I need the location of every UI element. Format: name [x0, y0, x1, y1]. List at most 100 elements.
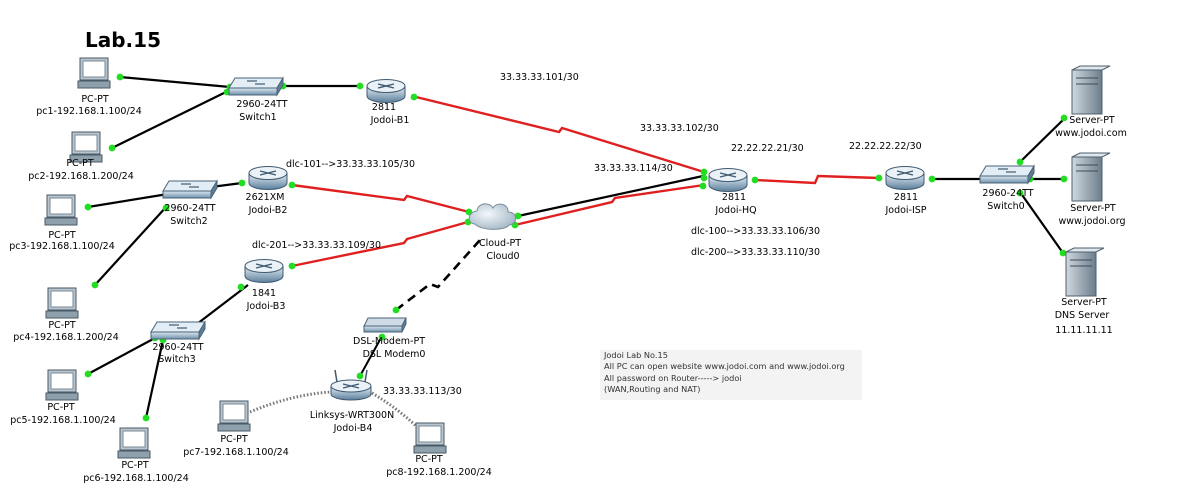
router-isp-name: Jodoi-ISP	[884, 205, 926, 216]
server-jodoi-com[interactable]	[1071, 65, 1111, 115]
label-hq-cloud: 33.33.33.114/30	[594, 163, 673, 174]
pc7[interactable]	[217, 400, 251, 432]
router-b4-type: Linksys-WRT300N	[310, 410, 394, 421]
wireless-links	[249, 390, 420, 430]
pc1-name: pc1-192.168.1.100/24	[36, 106, 142, 117]
pc6-name: pc6-192.168.1.100/24	[83, 473, 189, 484]
dsl-modem[interactable]	[363, 317, 407, 333]
label-b2-dlci: dlc-101-->33.33.33.105/30	[286, 159, 415, 170]
pc8-name: pc8-192.168.1.200/24	[386, 467, 492, 478]
pc1[interactable]	[77, 57, 111, 89]
pc4-type: PC-PT	[48, 320, 76, 331]
link-b2-cloud	[291, 183, 470, 214]
label-hq-b1: 33.33.33.102/30	[640, 123, 719, 134]
note-line-3: All password on Router-----> jodoi	[604, 372, 742, 383]
pc3[interactable]	[44, 194, 78, 226]
router-isp-type: 2811	[894, 192, 918, 203]
label-b4-wan: 33.33.33.113/30	[383, 386, 462, 397]
dsl-name: DSL Modem0	[363, 349, 426, 360]
router-b4-name: Jodoi-B4	[333, 423, 373, 434]
server1-type: Server-PT	[1069, 115, 1115, 126]
switch2-type: 2960-24TT	[164, 203, 215, 214]
switch3-name: Switch3	[158, 354, 195, 365]
link-address-labels: 33.33.33.101/30 33.33.33.102/30 33.33.33…	[252, 72, 922, 397]
link-b3-cloud	[291, 220, 469, 268]
server3-name: DNS Server	[1055, 310, 1110, 321]
pc3-name: pc3-192.168.1.100/24	[9, 241, 115, 252]
link-switch0-server1	[1019, 117, 1066, 163]
router-b3-type: 1841	[252, 288, 276, 299]
ethernet-links	[87, 75, 1066, 419]
switch0-name: Switch0	[987, 201, 1024, 212]
switch3-type: 2960-24TT	[152, 342, 203, 353]
router-b1-name: Jodoi-B1	[370, 115, 410, 126]
pc2[interactable]	[69, 131, 103, 163]
pc8-type: PC-PT	[415, 454, 443, 465]
server3-ip: 11.11.11.11	[1055, 325, 1112, 336]
note-line-2: All PC can open website www.jodoi.com an…	[604, 361, 845, 372]
switch1-name: Switch1	[239, 112, 276, 123]
pc7-type: PC-PT	[220, 434, 248, 445]
switch0[interactable]	[979, 164, 1035, 185]
serial-links	[291, 94, 880, 268]
cloud-type: Cloud-PT	[479, 238, 521, 249]
switch0-type: 2960-24TT	[982, 188, 1033, 199]
link-wireless-pc8	[371, 391, 420, 430]
label-b3-dlci: dlc-201-->33.33.33.109/30	[252, 240, 381, 251]
lab-note: Jodoi Lab No.15 All PC can open website …	[600, 350, 862, 400]
cloud-name: Cloud0	[486, 251, 519, 262]
pc2-name: pc2-192.168.1.200/24	[28, 171, 134, 182]
label-hq-isp: 22.22.22.21/30	[731, 143, 804, 154]
router-b3[interactable]	[244, 259, 284, 283]
diagram-title: Lab.15	[85, 28, 161, 52]
router-b2-name: Jodoi-B2	[248, 205, 288, 216]
dsl-type: DSL-Modem-PT	[353, 336, 425, 347]
pc7-name: pc7-192.168.1.100/24	[183, 447, 289, 458]
switch2-name: Switch2	[170, 216, 207, 227]
router-hq[interactable]	[708, 168, 748, 192]
router-isp[interactable]	[885, 166, 925, 190]
router-b4-wireless[interactable]	[330, 369, 372, 401]
server-jodoi-org[interactable]	[1071, 152, 1111, 202]
link-hq-isp	[754, 174, 880, 185]
router-b3-name: Jodoi-B3	[246, 301, 286, 312]
pc2-type: PC-PT	[66, 158, 94, 169]
pc4-name: pc4-192.168.1.200/24	[13, 332, 119, 343]
label-hq-dlci100: dlc-100-->33.33.33.106/30	[691, 226, 820, 237]
server2-name: www.jodoi.org	[1059, 216, 1126, 227]
pc6[interactable]	[117, 427, 151, 459]
router-b2-type: 2621XM	[246, 192, 285, 203]
pc5-type: PC-PT	[47, 402, 75, 413]
switch2[interactable]	[162, 179, 218, 200]
link-pc4-switch2	[94, 205, 168, 286]
note-line-4: (WAN,Routing and NAT)	[604, 383, 701, 394]
server3-type: Server-PT	[1061, 297, 1107, 308]
link-wireless-pc7	[249, 390, 331, 414]
link-cloud-hq	[517, 174, 704, 218]
link-switch0-server3	[1019, 191, 1064, 254]
pc3-type: PC-PT	[48, 230, 76, 241]
link-pc2-switch1	[111, 90, 229, 149]
link-dsl-cloud	[395, 239, 481, 312]
server2-type: Server-PT	[1070, 203, 1116, 214]
switch1-type: 2960-24TT	[236, 99, 287, 110]
router-b1[interactable]	[366, 79, 406, 103]
pc6-type: PC-PT	[121, 460, 149, 471]
pc1-type: PC-PT	[81, 94, 109, 105]
switch1[interactable]	[228, 76, 284, 97]
cloud-icon[interactable]	[468, 203, 517, 230]
pc5-name: pc5-192.168.1.100/24	[10, 415, 116, 426]
pc5[interactable]	[45, 369, 79, 401]
device-labels: PC-PT pc1-192.168.1.100/24 PC-PT pc2-192…	[9, 94, 1127, 484]
link-switch3-b3	[192, 284, 249, 328]
server-dns[interactable]	[1065, 247, 1105, 297]
link-pc1-switch1	[119, 75, 231, 89]
port-indicators	[84, 73, 1068, 422]
pc4[interactable]	[45, 287, 79, 319]
router-b2[interactable]	[248, 166, 288, 190]
label-b1-wan: 33.33.33.101/30	[500, 72, 579, 83]
pc8[interactable]	[413, 422, 447, 454]
switch3[interactable]	[150, 320, 206, 341]
label-isp-hq: 22.22.22.22/30	[849, 141, 922, 152]
